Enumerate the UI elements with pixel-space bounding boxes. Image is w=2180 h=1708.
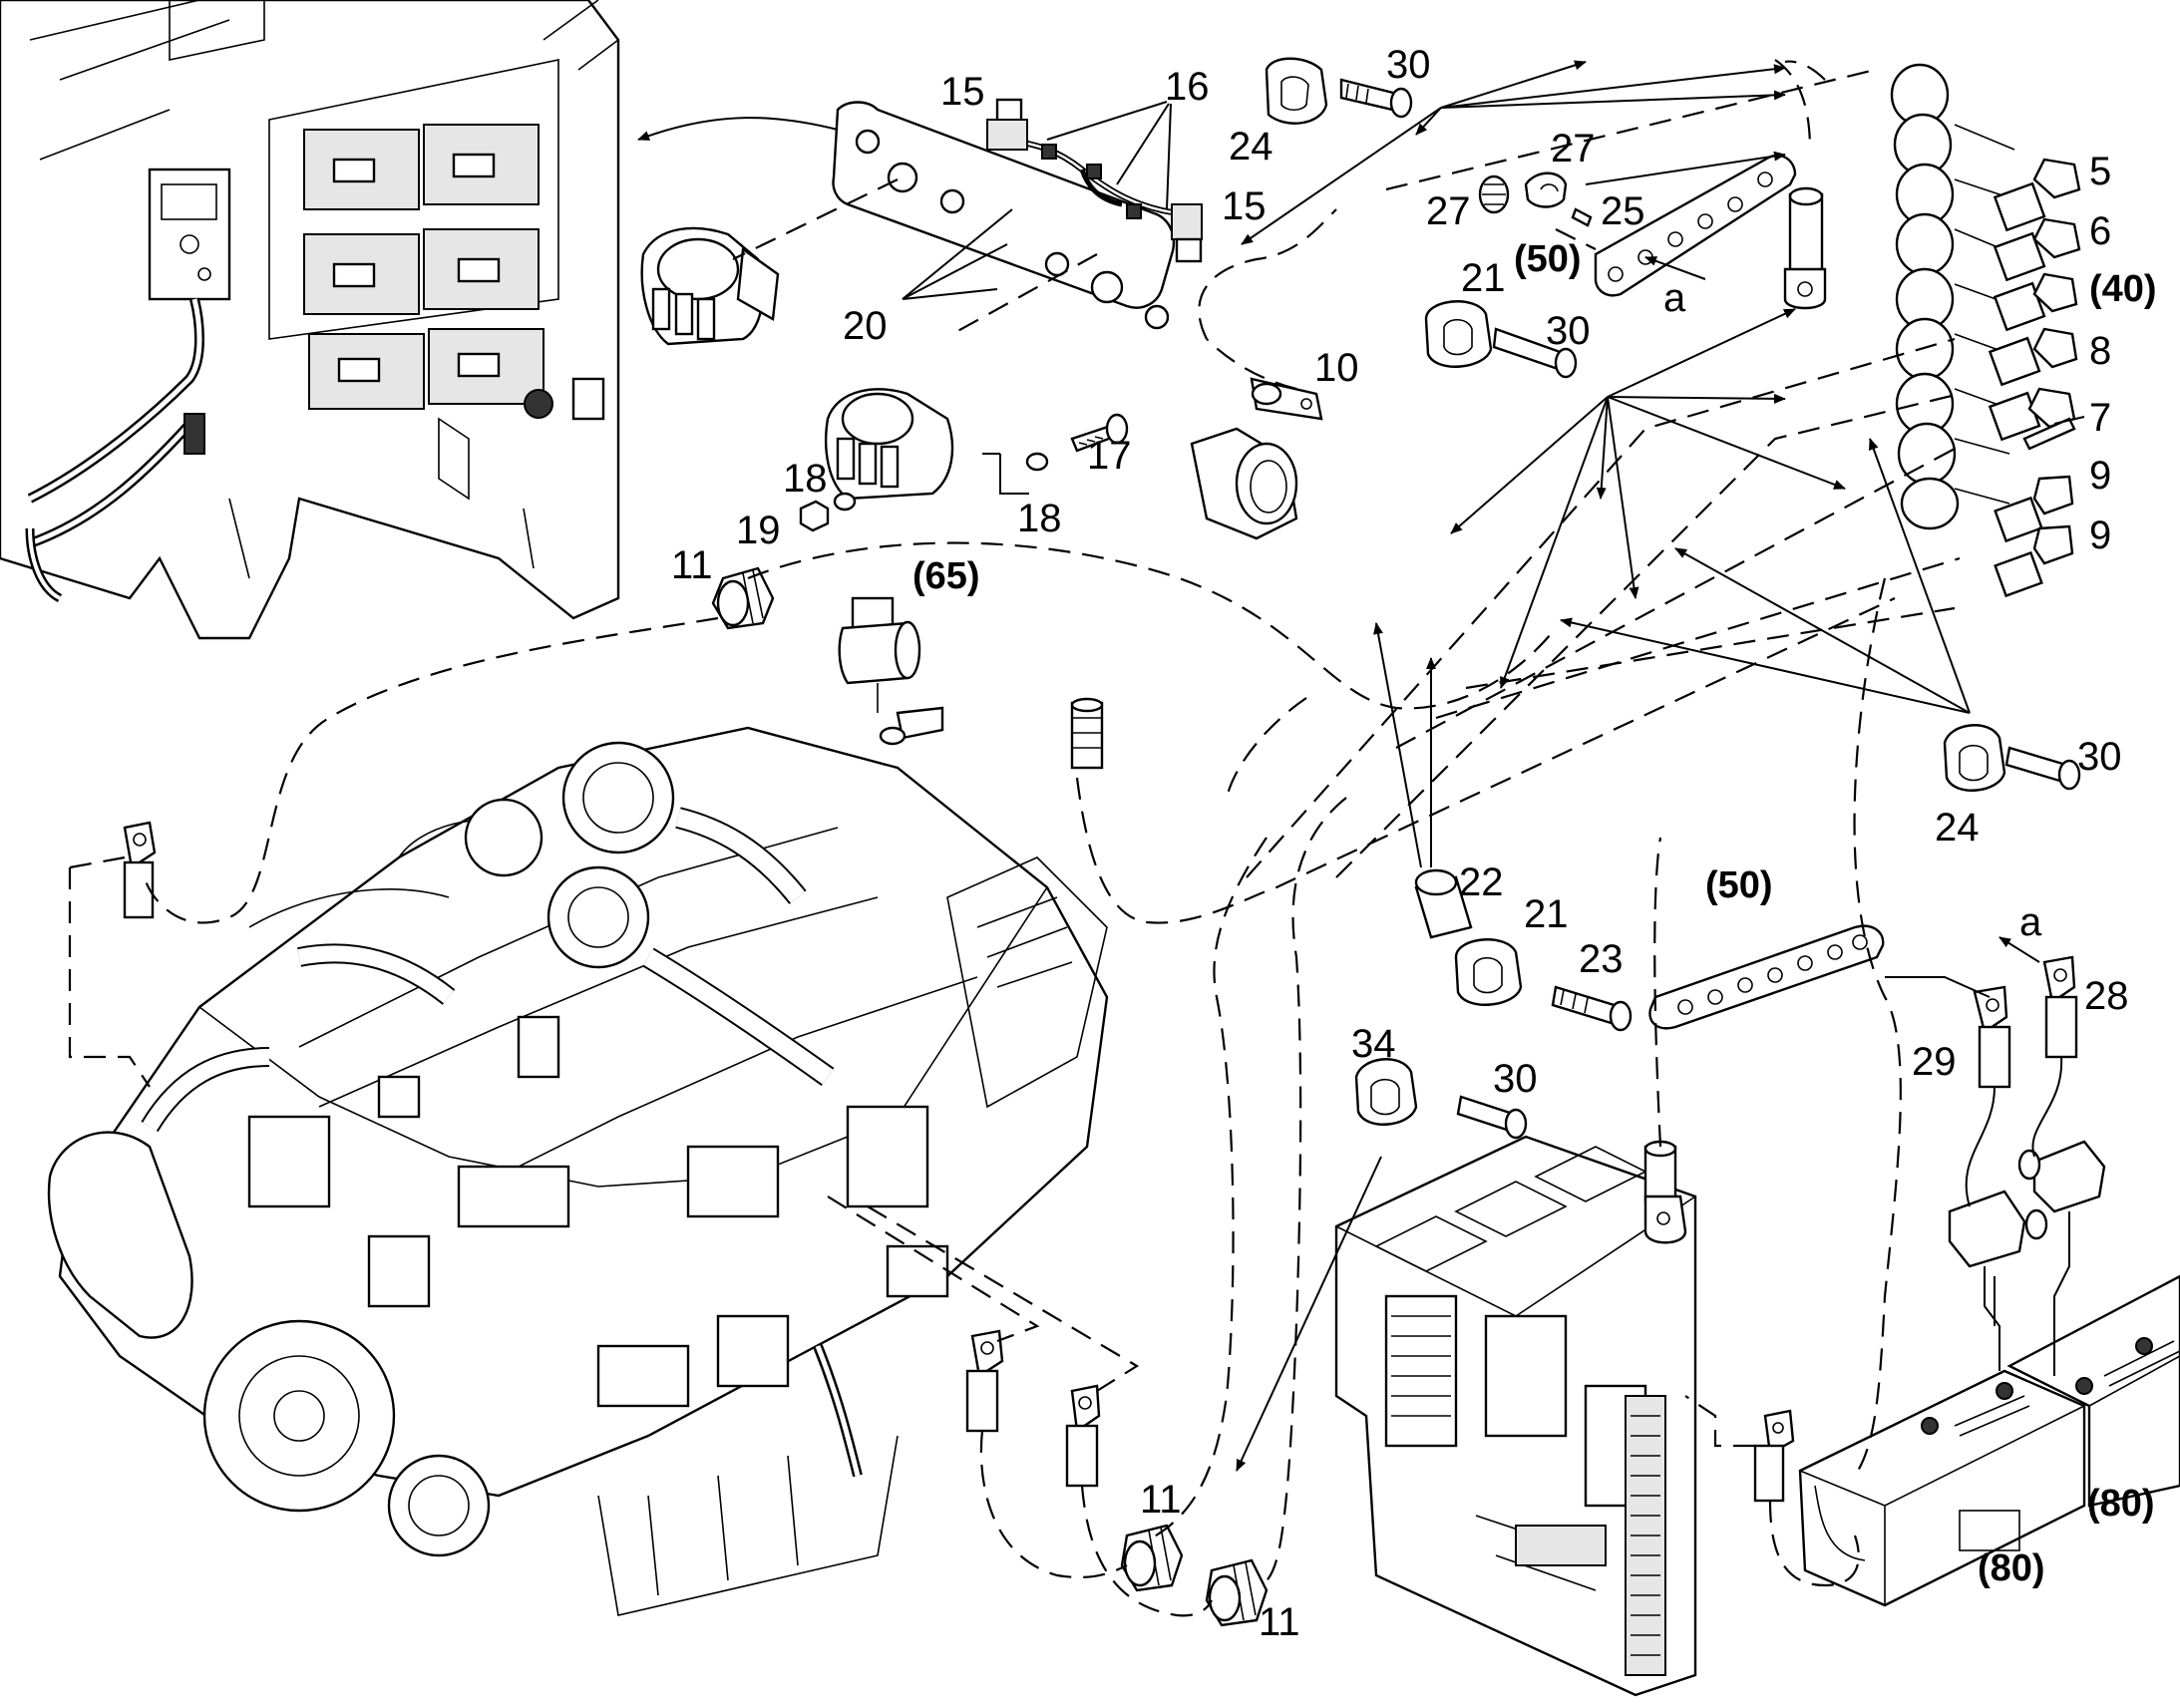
- label-15-right: 15: [1222, 184, 1267, 228]
- nut-19: [799, 500, 830, 532]
- lug-upper-bus: [1783, 186, 1827, 310]
- clip-27-25: [1478, 171, 1593, 227]
- lug-lower-a: [965, 1329, 1004, 1433]
- circular-connector-upper: [640, 226, 780, 346]
- label-15-top: 15: [940, 70, 985, 114]
- label-34: 34: [1351, 1022, 1396, 1066]
- label-23: 23: [1579, 937, 1624, 981]
- leader-lines: [637, 60, 2085, 1472]
- grommet-11-lower-b: [1205, 1558, 1269, 1627]
- lug-lower-b: [1065, 1384, 1101, 1488]
- label-27-top: 27: [1551, 127, 1596, 171]
- label-29: 29: [1912, 1040, 1957, 1084]
- grommet-11-upper: [711, 566, 775, 630]
- bolt-30-upper: [1339, 78, 1413, 119]
- part-labels: 15 16 15 20 17 18 18 19 11 (65) 10 30 24…: [671, 43, 2157, 1644]
- label-50-bottom: (50): [1705, 864, 1773, 906]
- label-50-top: (50): [1514, 238, 1582, 280]
- label-25: 25: [1601, 189, 1645, 233]
- battery-cabinet-frame: [0, 0, 620, 640]
- lug-battery: [1753, 1409, 1795, 1503]
- label-6: 6: [2089, 209, 2111, 253]
- lug-engine-left: [123, 821, 157, 919]
- cable-routes: [68, 59, 1961, 1617]
- cable-end-center: [1070, 697, 1104, 770]
- label-30-right: 30: [2077, 735, 2122, 779]
- clamp-21-lower: [1454, 938, 1523, 1006]
- battery-80-right: [2006, 1274, 2180, 1508]
- circular-connector-lower: [825, 388, 954, 501]
- battery-80-left: [1798, 1369, 2086, 1607]
- label-80-right: (80): [2087, 1483, 2155, 1525]
- label-30-top: 30: [1386, 43, 1431, 87]
- label-30-bottom: 30: [1493, 1057, 1538, 1101]
- label-16: 16: [1165, 65, 1210, 109]
- label-11-bottom-a: 11: [1140, 1478, 1182, 1522]
- label-40: (40): [2089, 268, 2157, 310]
- label-28: 28: [2084, 974, 2129, 1018]
- label-24-top: 24: [1229, 125, 1273, 169]
- label-27-left: 27: [1426, 189, 1471, 233]
- spacer-22: [1414, 868, 1473, 939]
- label-7: 7: [2089, 396, 2111, 440]
- lug-28: [2042, 955, 2078, 1059]
- lug-29: [1973, 985, 2011, 1089]
- clamp-24-right: [1943, 724, 2081, 792]
- boot-cables: [1885, 976, 2070, 1376]
- label-22: 22: [1459, 860, 1504, 904]
- clamp-34: [1354, 1058, 1418, 1126]
- washer-18a: [833, 492, 857, 512]
- label-30-mid: 30: [1546, 309, 1591, 353]
- round-connector: [1190, 427, 1298, 540]
- label-20: 20: [843, 304, 888, 348]
- control-cabinet: [1334, 1135, 1697, 1697]
- clamp-21-upper: [1424, 300, 1578, 379]
- terminal-lugs: [1954, 124, 2081, 598]
- washer-18b: [1025, 452, 1049, 472]
- label-9-top: 9: [2089, 454, 2111, 498]
- label-17: 17: [1087, 434, 1132, 478]
- terminal-strip-40: [1890, 63, 2081, 598]
- label-a-bottom: a: [2019, 900, 2042, 944]
- mounting-plate: [832, 101, 1176, 330]
- lug-cabinet: [1643, 1140, 1687, 1244]
- bolt-30-lower: [1456, 1095, 1528, 1140]
- insulator-stack: [1890, 63, 1960, 530]
- label-18-left: 18: [783, 457, 828, 501]
- label-24-right: 24: [1935, 806, 1980, 850]
- bus-bar-50-lower: [1648, 924, 1885, 1030]
- sensor-harness: [986, 98, 1203, 263]
- cabinet-batteries: [303, 124, 545, 410]
- engine: [47, 726, 1109, 1616]
- label-80-left: (80): [1978, 1547, 2045, 1589]
- label-18-right: 18: [1017, 497, 1062, 540]
- terminal-boots: [1948, 1140, 2106, 1268]
- label-11-bottom-b: 11: [1259, 1600, 1300, 1644]
- label-9-bottom: 9: [2089, 513, 2111, 557]
- label-8: 8: [2089, 329, 2111, 373]
- label-a-top: a: [1663, 276, 1686, 320]
- bolt-23: [1551, 985, 1633, 1032]
- label-11-top: 11: [671, 543, 713, 587]
- grommet-11-lower-a: [1120, 1524, 1184, 1592]
- label-19: 19: [736, 509, 781, 552]
- label-10: 10: [1314, 346, 1359, 390]
- label-5: 5: [2089, 150, 2111, 193]
- label-65: (65): [912, 555, 980, 597]
- clamp-24-upper: [1265, 57, 1328, 125]
- label-21-bottom: 21: [1524, 892, 1569, 936]
- bolt-17: [1070, 413, 1129, 453]
- cable-lug-10: [1250, 377, 1323, 421]
- label-21-top: 21: [1461, 256, 1506, 300]
- component-65: [838, 596, 944, 746]
